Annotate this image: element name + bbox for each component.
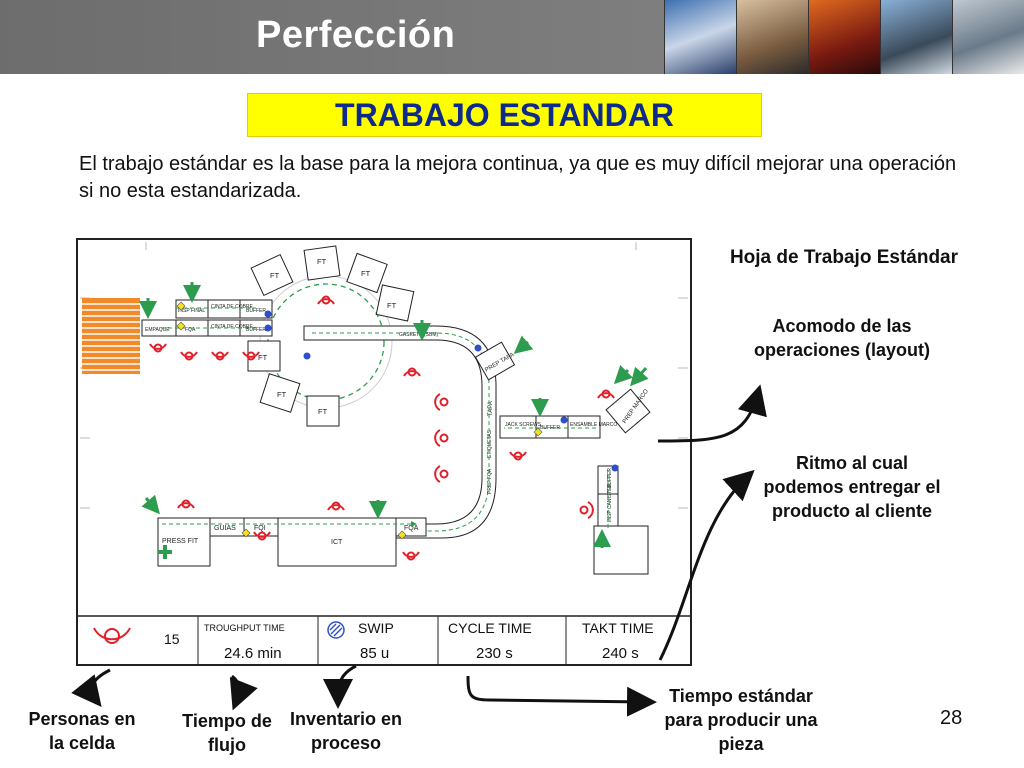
callout-flow: Tiempo de flujo — [182, 711, 272, 755]
callout-layout: Acomodo de las operaciones (layout) — [753, 316, 931, 360]
station-fqa: FQA — [185, 327, 196, 333]
swip-icon — [327, 621, 345, 639]
cycle-value: 230 s — [476, 645, 513, 662]
station-etiquetas: ETIQUETAS — [487, 429, 493, 458]
photo-tile — [808, 0, 880, 74]
station-guias: GUIAS — [214, 525, 236, 532]
ft-label: FT — [387, 301, 397, 310]
station-empaque: EMPAQUE — [145, 327, 170, 333]
callout-wip: Inventario en proceso — [289, 709, 403, 753]
callout-people: Personas en la celda — [28, 709, 136, 753]
operator-symbols — [149, 295, 615, 561]
callout-rhythm: Ritmo al cual podemos entregar el produc… — [763, 453, 941, 521]
station-buffer: BUFFER — [246, 327, 266, 333]
people-count: 15 — [164, 631, 180, 647]
ft-label: FT — [277, 390, 287, 399]
station-fqi: FQI — [254, 525, 266, 532]
section-banner: TRABAJO ESTANDAR — [247, 93, 762, 137]
ft-label: FT — [258, 353, 268, 362]
standard-work-sheet: FT FT FT FT FT FT FT INSP FINAL CINTA DE… — [76, 238, 692, 666]
throughput-value: 24.6 min — [224, 645, 282, 662]
sheet-title: Hoja de Trabajo Estándar — [729, 247, 959, 268]
station-buffer: BUFFER — [246, 308, 266, 314]
ft-label: FT — [361, 269, 371, 278]
photo-tile — [736, 0, 808, 74]
station-fqa: FQA — [404, 525, 419, 532]
photo-tile — [880, 0, 952, 74]
swip-label: SWIP — [358, 620, 394, 636]
takt-value: 240 s — [602, 645, 639, 662]
ft-label: FT — [270, 271, 280, 280]
bottom-stations — [157, 517, 427, 567]
takt-label: TAKT TIME — [582, 620, 654, 636]
station-buffer: BUFFER — [607, 468, 613, 488]
canister-stations — [593, 465, 649, 575]
banner-text: TRABAJO ESTANDAR — [335, 97, 674, 133]
material-stock — [82, 298, 140, 374]
intro-paragraph: El trabajo estándar es la base para la m… — [79, 153, 957, 202]
ft-label: FT — [318, 407, 328, 416]
ft-stations — [247, 245, 415, 427]
station-prep-fqa: PREP FQA — [487, 468, 493, 494]
photo-tile — [952, 0, 1024, 74]
callout-std-time: Tiempo estándar para producir una pieza — [664, 686, 818, 754]
conveyor-track — [279, 325, 497, 539]
swip-value: 85 u — [360, 645, 389, 662]
station-tapa: TAPA — [488, 401, 494, 416]
operator-legend-icon — [93, 627, 131, 644]
throughput-label: TROUGHPUT TIME — [204, 623, 285, 633]
material-arrows — [139, 282, 649, 548]
station-insp-canister: INSP CANISTER — [607, 483, 613, 522]
slide-title: Perfección — [256, 14, 456, 56]
station-jack-screws: JACK SCREWS — [505, 422, 542, 428]
station-cinta-cobre: CINTA DE COBRE — [211, 304, 254, 310]
station-insp-final: INSP FINAL — [178, 308, 205, 314]
station-cinta-cobre: CINTA DE COBRE — [211, 324, 254, 330]
right-stations — [499, 415, 601, 439]
ft-label: FT — [317, 257, 327, 266]
photo-tile — [664, 0, 736, 74]
cycle-label: CYCLE TIME — [448, 620, 532, 636]
station-ensamble-marco: ENSAMBLE MARCO — [570, 422, 617, 428]
page-number: 28 — [940, 707, 963, 729]
header-bar: Perfección — [0, 0, 1024, 74]
station-press-fit: PRESS FIT — [162, 538, 199, 545]
photo-strip — [664, 0, 1024, 74]
station-ict: ICT — [331, 539, 343, 546]
